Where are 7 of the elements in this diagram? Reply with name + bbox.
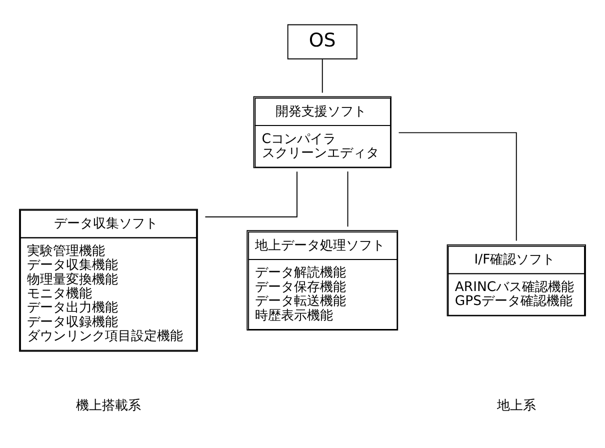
- label: 地上系: [496, 398, 536, 414]
- node-box: OS: [287, 24, 358, 60]
- connector: [322, 58, 323, 94]
- connector: [398, 132, 517, 242]
- label: 機上搭載系: [76, 398, 141, 414]
- connector: [204, 171, 298, 218]
- connector: [347, 171, 348, 228]
